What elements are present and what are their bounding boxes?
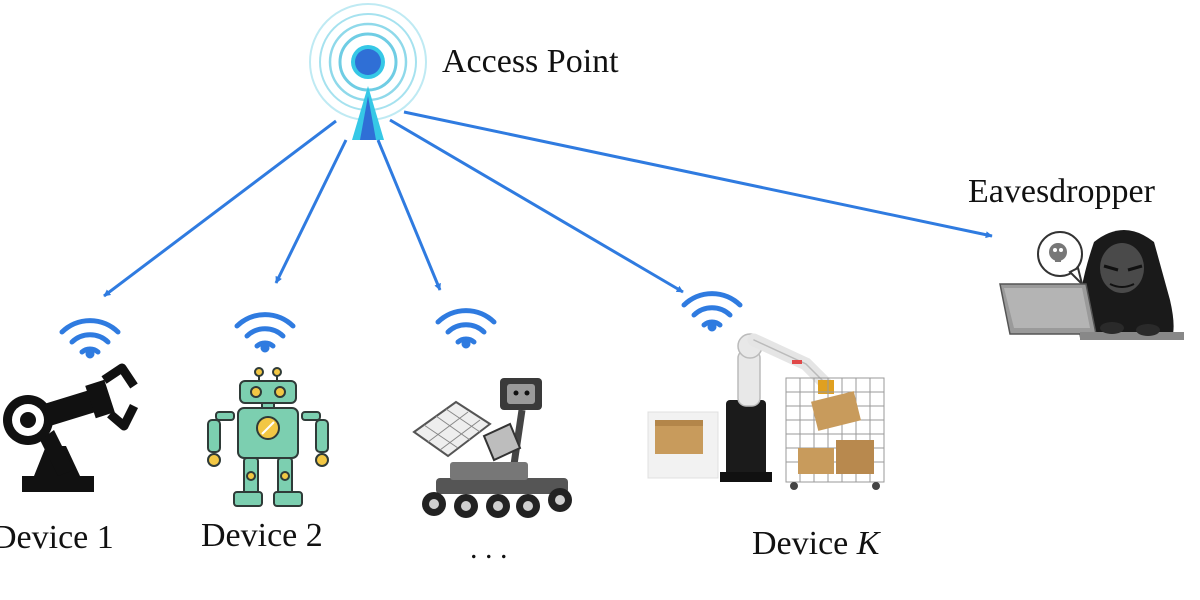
device-1-label: Device 1 <box>0 519 114 556</box>
ellipsis-label: . . . <box>470 532 508 565</box>
links <box>103 110 993 298</box>
industrial-robot-icon <box>647 333 885 490</box>
device-2-label: Device 2 <box>201 517 323 554</box>
link-device-1 <box>103 119 337 298</box>
link-device-2 <box>274 139 348 284</box>
wifi-icon <box>681 291 743 332</box>
hacker-icon <box>999 230 1184 340</box>
device-k-prefix: Device <box>752 525 857 562</box>
wifi-icon <box>234 312 296 353</box>
eavesdropper-label: Eavesdropper <box>968 173 1156 210</box>
link-eavesdropper <box>403 110 993 239</box>
robot-arm-icon <box>3 363 139 492</box>
rover-robot-icon <box>412 378 572 518</box>
access-point-icon <box>309 3 427 140</box>
wifi-icon <box>435 308 497 349</box>
wifi-icon <box>59 318 121 359</box>
humanoid-robot-icon <box>207 367 329 507</box>
link-device-k <box>389 118 684 294</box>
link-device-3 <box>376 139 442 291</box>
device-k-variable: K <box>856 525 882 562</box>
access-point-label: Access Point <box>442 43 619 80</box>
device-k-label: Device K <box>752 525 882 562</box>
